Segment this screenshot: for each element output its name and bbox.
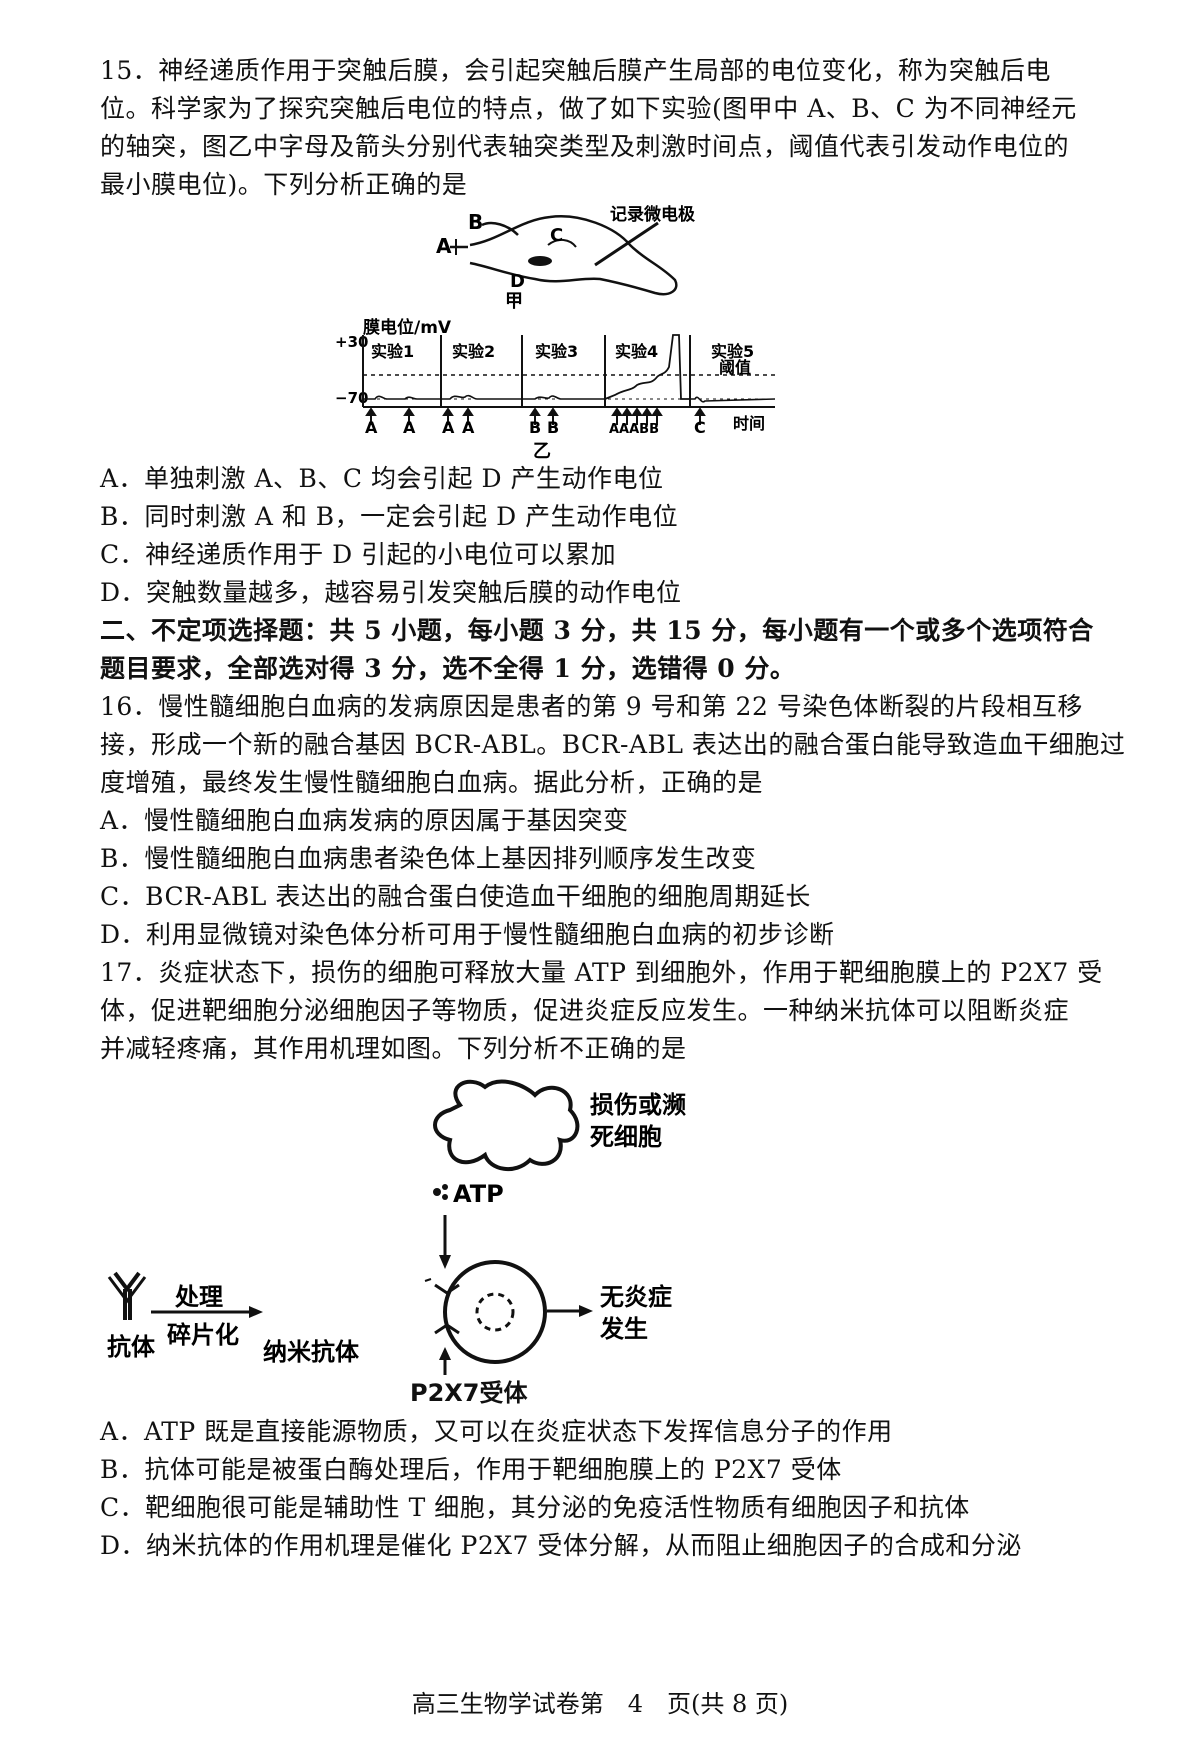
fig17-process-bottom: 碎片化 — [167, 1321, 239, 1349]
q16-stem-line-1: 16．慢性髓细胞白血病的发病原因是患者的第 9 号和第 22 号染色体断裂的片段… — [100, 692, 1083, 721]
fig17-atp-label: ATP — [453, 1180, 504, 1208]
q16-option-a: A．慢性髓细胞白血病发病的原因属于基因突变 — [100, 806, 629, 835]
q16-option-c: C．BCR-ABL 表达出的融合蛋白使造血干细胞的细胞周期延长 — [100, 882, 811, 911]
q15-option-c: C．神经递质作用于 D 引起的小电位可以累加 — [100, 540, 617, 569]
fig-yi-panel-1: 实验1 — [371, 342, 414, 361]
fig17-damaged-cell-label-1: 损伤或濒 — [590, 1091, 686, 1119]
q17-stem-line-3: 并减轻疼痛，其作用机理如图。下列分析不正确的是 — [100, 1034, 687, 1063]
q15-option-b: B．同时刺激 A 和 B，一定会引起 D 产生动作电位 — [100, 502, 679, 531]
fig-yi-y-bottom: −70 — [335, 389, 368, 407]
fig17-no-inflammation-2: 发生 — [599, 1315, 648, 1343]
fig-yi-panel-4: 实验4 — [615, 342, 658, 361]
fig-yi-stim-4: A — [462, 418, 475, 437]
fig-yi-stim-3: A — [442, 418, 455, 437]
fig17-nano-antibody-label: 纳米抗体 — [263, 1338, 360, 1366]
q17-stem-line-2: 体，促进靶细胞分泌细胞因子等物质，促进炎症反应发生。一种纳米抗体可以阻断炎症 — [100, 996, 1070, 1025]
fig-jia-label-A: A — [436, 234, 452, 258]
fig-yi-stim-8: C — [694, 418, 706, 437]
fig-jia-label-C: C — [550, 225, 563, 246]
q15-stem-line-2: 位。科学家为了探究突触后电位的特点，做了如下实验(图甲中 A、B、C 为不同神经… — [100, 94, 1077, 123]
fig-yi-stim-5: B — [529, 418, 541, 437]
page-footer: 高三生物学试卷第 4 页(共 8 页) — [411, 1690, 789, 1718]
q15-stem-line-1: 15．神经递质作用于突触后膜，会引起突触后膜产生局部的电位变化，称为突触后电 — [100, 56, 1051, 85]
figure-yi: 膜电位/mV +30 −70 实验1 实验2 实验3 实验4 实验5 阈值 — [335, 317, 776, 462]
fig-yi-x-axis-label: 时间 — [733, 414, 765, 433]
fig17-process-top: 处理 — [174, 1283, 223, 1311]
q17-option-c: C．靶细胞很可能是辅助性 T 细胞，其分泌的免疫活性物质有细胞因子和抗体 — [100, 1493, 970, 1522]
fig-yi-y-top: +30 — [335, 333, 368, 351]
q15-stem-line-4: 最小膜电位)。下列分析正确的是 — [100, 170, 468, 199]
q16-option-b: B．慢性髓细胞白血病患者染色体上基因排列顺序发生改变 — [100, 844, 757, 873]
fig17-receptor-label: P2X7受体 — [410, 1379, 528, 1407]
fig17-no-inflammation-1: 无炎症 — [600, 1283, 672, 1311]
q15-option-a: A．单独刺激 A、B、C 均会引起 D 产生动作电位 — [100, 464, 664, 493]
fig-yi-stim-6: B — [547, 418, 559, 437]
q17-option-b: B．抗体可能是被蛋白酶处理后，作用于靶细胞膜上的 P2X7 受体 — [100, 1455, 842, 1484]
fig-yi-y-axis-label: 膜电位/mV — [363, 317, 452, 338]
fig-yi-stim-7: AAABB — [609, 422, 659, 437]
section2-header-line-2: 题目要求，全部选对得 3 分，选不全得 1 分，选错得 0 分。 — [100, 654, 796, 683]
fig-yi-stim-1: A — [365, 418, 378, 437]
fig-yi-panel-5: 实验5 — [711, 342, 754, 361]
fig-jia-label-B: B — [468, 210, 483, 234]
fig-yi-threshold-label: 阈值 — [719, 358, 751, 377]
fig-jia-caption: 甲 — [505, 291, 523, 312]
fig17-antibody-label: 抗体 — [107, 1333, 156, 1361]
section2-header-line-1: 二、不定项选择题：共 5 小题，每小题 3 分，共 15 分，每小题有一个或多个… — [100, 616, 1094, 645]
q17-stem-line-1: 17．炎症状态下，损伤的细胞可释放大量 ATP 到细胞外，作用于靶细胞膜上的 P… — [100, 958, 1103, 987]
q17-option-d: D．纳米抗体的作用机理是催化 P2X7 受体分解，从而阻止细胞因子的合成和分泌 — [100, 1531, 1022, 1560]
fig-yi-panel-2: 实验2 — [452, 342, 495, 361]
q16-stem-line-2: 接，形成一个新的融合基因 BCR-ABL。BCR-ABL 表达出的融合蛋白能导致… — [100, 730, 1126, 759]
fig-yi-stim-2: A — [403, 418, 416, 437]
figure-jia: A B C D 记录微电极 甲 — [436, 205, 695, 312]
q16-stem-line-3: 度增殖，最终发生慢性髓细胞白血病。据此分析，正确的是 — [100, 768, 764, 797]
fig-jia-electrode-label: 记录微电极 — [610, 205, 695, 225]
q16-option-d: D．利用显微镜对染色体分析可用于慢性髓细胞白血病的初步诊断 — [100, 920, 835, 949]
fig-jia-label-D: D — [510, 271, 525, 292]
fig-yi-caption: 乙 — [533, 441, 551, 462]
q15-stem-line-3: 的轴突，图乙中字母及箭头分别代表轴突类型及刺激时间点，阈值代表引发动作电位的 — [100, 132, 1070, 161]
fig-yi-panel-3: 实验3 — [535, 342, 578, 361]
figure-q17: 损伤或濒 死细胞 ATP 无炎症 发生 抗体 处理 碎片化 — [107, 1079, 686, 1375]
fig17-damaged-cell-label-2: 死细胞 — [590, 1123, 662, 1151]
q17-option-a: A．ATP 既是直接能源物质，又可以在炎症状态下发挥信息分子的作用 — [100, 1417, 893, 1446]
q15-option-d: D．突触数量越多，越容易引发突触后膜的动作电位 — [100, 578, 682, 607]
